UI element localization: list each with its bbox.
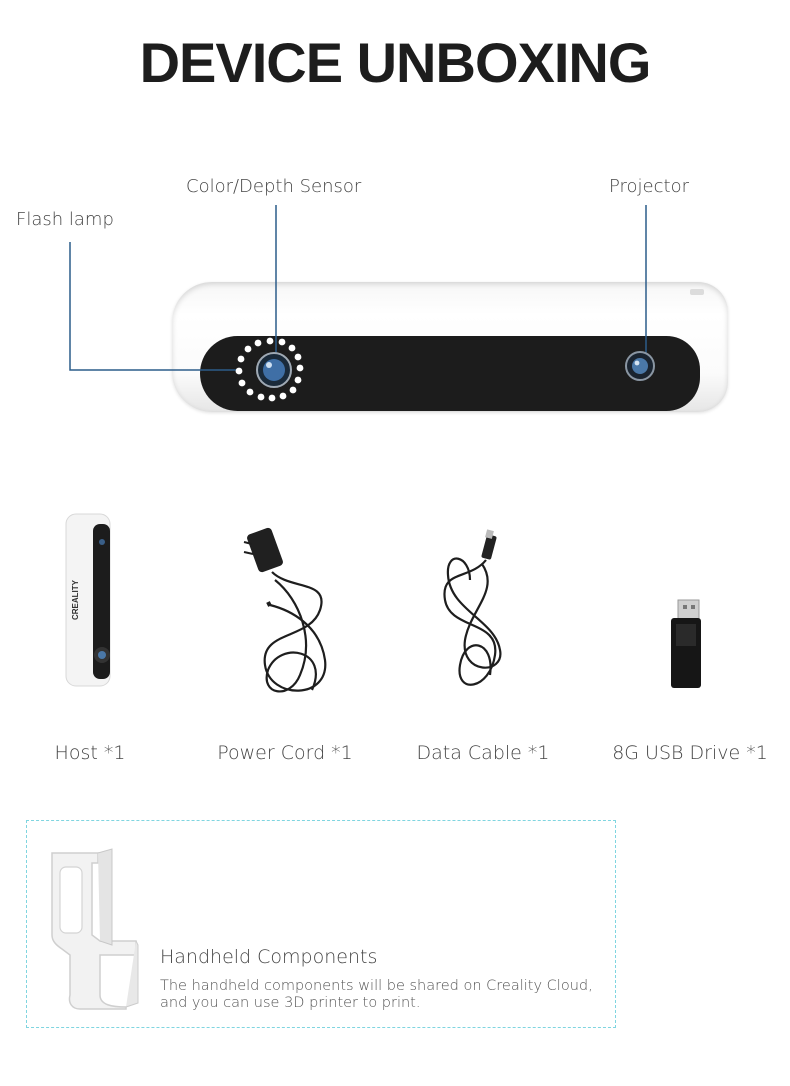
item-caption-power-cord: Power Cord *1 xyxy=(217,742,353,764)
data-cable-image xyxy=(443,529,502,686)
item-caption-host: Host *1 xyxy=(54,742,126,764)
item-caption-data-cable: Data Cable *1 xyxy=(416,742,550,764)
scanner-host-image: CREALITY xyxy=(65,513,111,687)
handheld-components-box xyxy=(26,820,616,1028)
color-depth-sensor-label: Color/Depth Sensor xyxy=(186,176,362,197)
items-illustrations: CREALITY xyxy=(65,513,701,693)
page-title: DEVICE UNBOXING xyxy=(139,31,652,94)
flash-lamp-leds xyxy=(235,337,304,402)
usb-drive-image xyxy=(671,599,701,688)
flash-lamp-callout-line xyxy=(69,242,240,371)
handheld-bracket-image xyxy=(51,848,139,1010)
flash-lamp-label: Flash lamp xyxy=(16,209,114,230)
handheld-components-title: Handheld Components xyxy=(160,946,378,968)
item-caption-usb-drive: 8G USB Drive *1 xyxy=(612,742,768,764)
handheld-components-description: The handheld components will be shared o… xyxy=(160,978,593,1011)
host-brand-text: CREALITY xyxy=(71,579,80,620)
device-illustration xyxy=(69,205,704,402)
power-cord-image xyxy=(243,527,327,693)
projector-label: Projector xyxy=(609,176,689,197)
